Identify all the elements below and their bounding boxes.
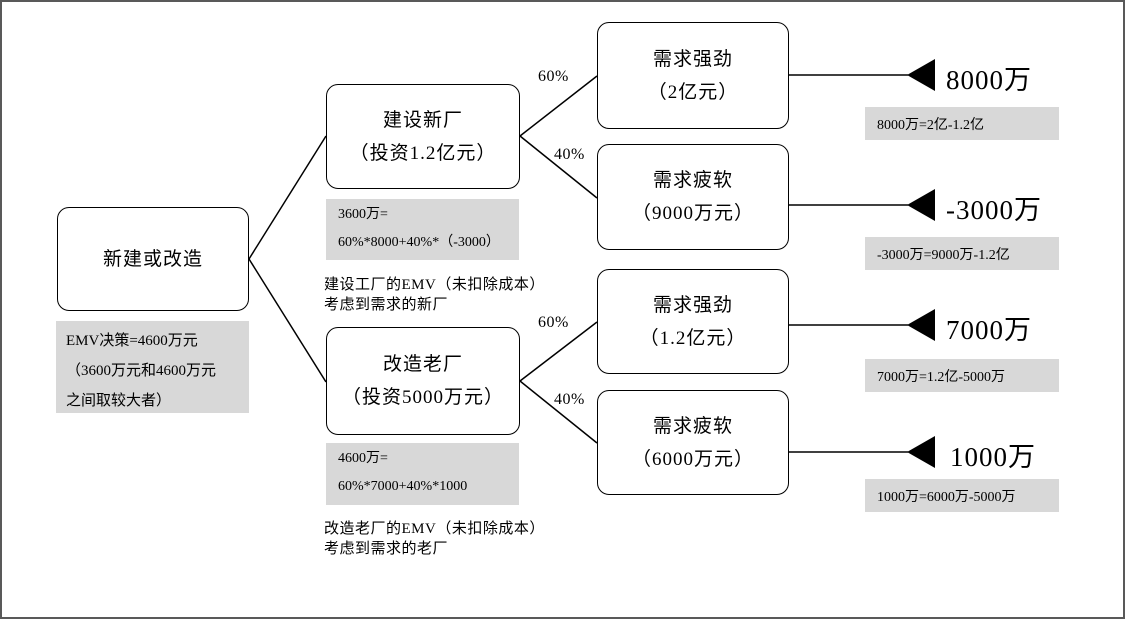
decision-build-emv-line: 3600万= (338, 207, 388, 222)
payoff-label-7000: 7000万 (946, 315, 1032, 345)
decision-build-emv-note: 3600万= 60%*8000+40%*（-3000） (326, 199, 519, 260)
root-emv-note: EMV决策=4600万元 （3600万元和4600万元 之间取较大者） (56, 321, 249, 413)
decision-node-invest: （投资1.2亿元） (349, 142, 497, 164)
decision-build-caption: 建设工厂的EMV（未扣除成本） 考虑到需求的新厂 (324, 275, 584, 315)
outcome-node-strong-1p2yi: 需求强劲 （1.2亿元） (597, 269, 789, 374)
arrowhead-left-icon (907, 189, 935, 221)
formula-note-minus3000: -3000万=9000万-1.2亿 (865, 237, 1059, 270)
decision-renovate-caption: 改造老厂的EMV（未扣除成本） 考虑到需求的老厂 (324, 519, 584, 559)
outcome-node-value: （6000万元） (631, 448, 754, 470)
outcome-node-name: 需求强劲 (652, 48, 733, 70)
root-emv-note-line: EMV决策=4600万元 (66, 333, 198, 349)
decision-node-invest: （投资5000万元） (341, 387, 504, 408)
decision-renovate-emv-line: 4600万= (338, 451, 388, 466)
decision-node-build-new: 建设新厂 （投资1.2亿元） (326, 84, 520, 189)
decision-node-name: 建设新厂 (382, 109, 463, 131)
prob-label-renovate-weak: 40% (554, 391, 585, 408)
formula-note-1000: 1000万=6000万-5000万 (865, 479, 1059, 512)
decision-build-caption-line: 考虑到需求的新厂 (324, 297, 449, 313)
payoff-label-8000: 8000万 (946, 65, 1032, 95)
connector-root-to-renovate (248, 258, 327, 383)
decision-renovate-emv-line: 60%*7000+40%*1000 (338, 479, 468, 494)
outcome-node-weak-9000: 需求疲软 （9000万元） (597, 144, 789, 250)
formula-note-8000: 8000万=2亿-1.2亿 (865, 107, 1059, 140)
outcome-node-value: （1.2亿元） (639, 327, 747, 349)
arrowhead-left-icon (907, 436, 935, 468)
prob-label-build-strong: 60% (538, 68, 569, 85)
decision-renovate-caption-line: 考虑到需求的老厂 (324, 541, 449, 557)
outcome-node-weak-6000: 需求疲软 （6000万元） (597, 390, 789, 495)
payoff-label-1000: 1000万 (950, 442, 1036, 472)
outcome-node-name: 需求疲软 (652, 170, 733, 191)
connector-root-to-build (248, 135, 327, 260)
outcome-node-strong-2yi: 需求强劲 （2亿元） (597, 22, 789, 129)
decision-renovate-caption-line: 改造老厂的EMV（未扣除成本） (324, 521, 545, 537)
root-node: 新建或改造 (57, 207, 249, 311)
outcome-node-name: 需求强劲 (652, 294, 733, 316)
prob-label-renovate-strong: 60% (538, 314, 569, 331)
decision-renovate-emv-note: 4600万= 60%*7000+40%*1000 (326, 443, 519, 505)
root-emv-note-line: 之间取较大者） (66, 393, 172, 409)
decision-node-renovate-old: 改造老厂 （投资5000万元） (326, 327, 520, 435)
prob-label-build-weak: 40% (554, 146, 585, 163)
formula-note-7000: 7000万=1.2亿-5000万 (865, 359, 1059, 392)
arrowhead-left-icon (907, 59, 935, 91)
outcome-node-value: （2亿元） (647, 81, 739, 103)
outcome-node-value: （9000万元） (631, 203, 754, 224)
outcome-node-name: 需求疲软 (652, 415, 733, 437)
decision-build-emv-line: 60%*8000+40%*（-3000） (338, 235, 500, 250)
payoff-label-minus3000: -3000万 (946, 195, 1042, 225)
arrowhead-left-icon (907, 309, 935, 341)
root-node-label: 新建或改造 (102, 248, 203, 270)
decision-node-name: 改造老厂 (382, 354, 463, 375)
decision-build-caption-line: 建设工厂的EMV（未扣除成本） (324, 277, 545, 293)
root-emv-note-line: （3600万元和4600万元 (66, 363, 217, 379)
